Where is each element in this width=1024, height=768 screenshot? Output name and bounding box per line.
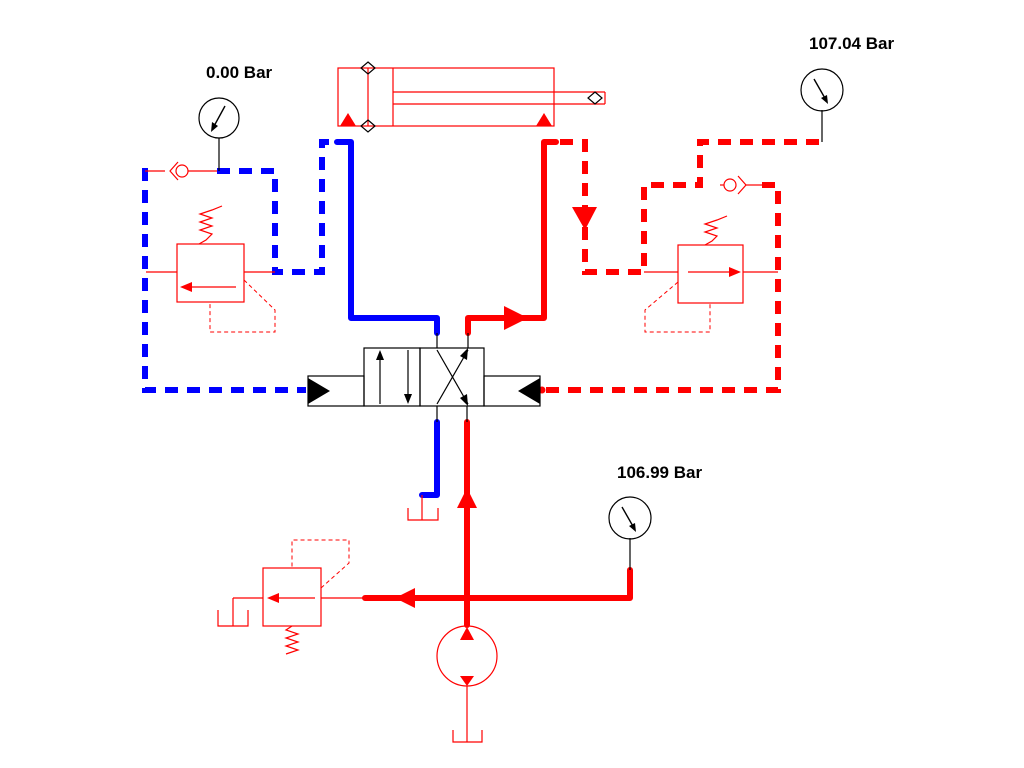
hydraulic-pump — [436, 625, 498, 687]
pressure-gauge-supply: 106.99 Bar — [608, 463, 702, 570]
pressure-gauge-right: 107.04 Bar — [800, 34, 894, 142]
cushion-diamond-icon — [360, 119, 376, 133]
spring-icon — [703, 215, 728, 246]
gauge-readout-right: 107.04 Bar — [809, 34, 894, 53]
flow-arrow-icon — [457, 488, 477, 508]
main-relief-valve — [217, 539, 365, 655]
check-valve-icon — [737, 175, 747, 195]
pressure-line-supply — [362, 567, 633, 601]
pressure-gauge-icon — [198, 97, 240, 139]
pressure-gauge-left: 0.00 Bar — [198, 63, 273, 171]
pressure-gauge-icon — [800, 68, 844, 112]
pilot-actuator-icon — [308, 378, 330, 404]
tank-icon — [217, 598, 249, 627]
cushion-diamond-icon — [360, 61, 376, 75]
gauge-readout-supply: 106.99 Bar — [617, 463, 702, 482]
pilot-line-left — [142, 168, 306, 393]
pressure-line-cylinder — [465, 139, 559, 336]
gauge-readout-left: 0.00 Bar — [206, 63, 273, 82]
port-arrow-icon — [536, 113, 552, 126]
flow-arrow-icon — [395, 588, 415, 608]
pilot-line-left-upper — [217, 139, 332, 275]
tank-icon — [407, 495, 439, 521]
return-line-tank — [419, 419, 440, 498]
port-arrow-icon — [340, 113, 356, 126]
pilot-line-right — [546, 182, 781, 393]
flow-arrow-icon — [460, 627, 474, 640]
spring-icon — [284, 625, 300, 655]
cushion-diamond-icon — [587, 91, 603, 105]
counterbalance-valve-right — [644, 175, 778, 333]
spring-icon — [198, 205, 223, 245]
check-valve-icon — [169, 161, 179, 181]
double-acting-cylinder — [337, 61, 606, 133]
flow-arrow-icon — [572, 207, 597, 230]
tank-icon — [452, 686, 483, 743]
pressure-gauge-icon — [608, 496, 652, 540]
directional-control-valve-4-3 — [307, 333, 541, 422]
flow-arrow-icon — [504, 306, 528, 330]
pilot-line-right-upper — [560, 139, 822, 275]
counterbalance-valve-left — [145, 161, 276, 333]
pilot-actuator-icon — [518, 378, 540, 404]
return-line-cylinder — [334, 139, 440, 336]
